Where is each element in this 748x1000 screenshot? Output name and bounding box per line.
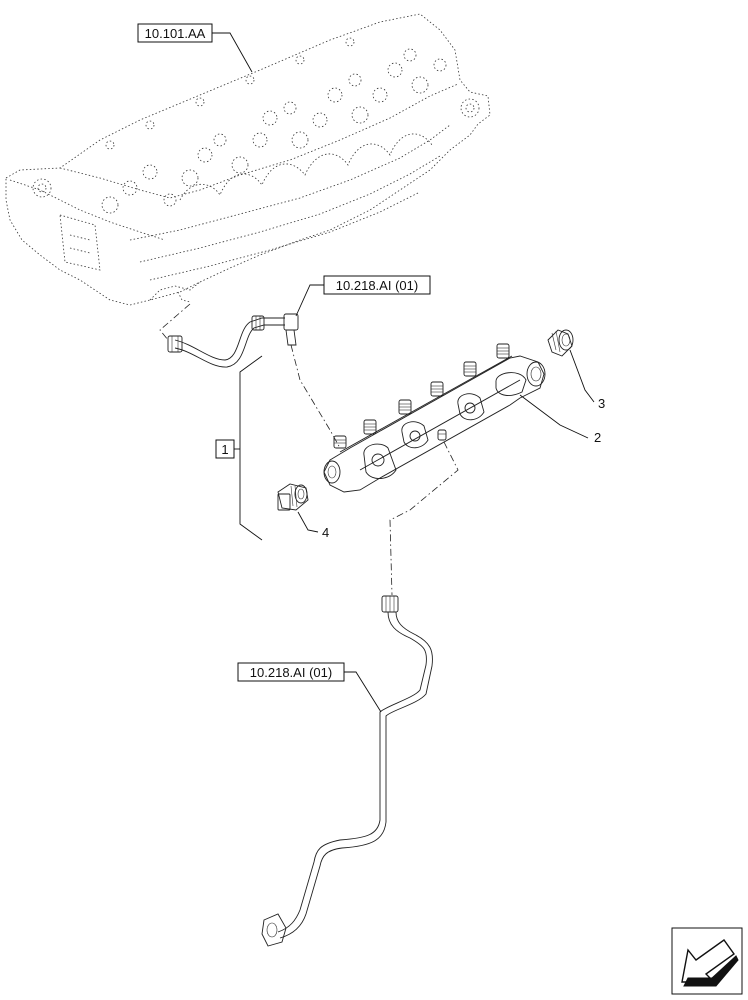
- assembly-group-bracket: [234, 355, 263, 541]
- common-rail[interactable]: [323, 343, 546, 493]
- callout-4[interactable]: 4: [297, 511, 329, 540]
- group-callout-1[interactable]: 1: [215, 439, 235, 459]
- centerline-pipe-to-rail: [290, 344, 341, 449]
- upper-fuel-pipe: [167, 313, 299, 368]
- centerline-head-to-pipe: [159, 303, 191, 341]
- lower-fuel-pipe: [261, 595, 433, 947]
- svg-text:3: 3: [598, 396, 605, 411]
- ref-label-pipe-upper[interactable]: 10.218.AI (01): [295, 275, 431, 317]
- svg-text:10.218.AI (01): 10.218.AI (01): [336, 278, 418, 293]
- pressure-relief-plug[interactable]: [547, 329, 574, 357]
- centerline-rail-to-lower-pipe: [389, 441, 459, 596]
- svg-text:2: 2: [594, 430, 601, 445]
- callout-3[interactable]: 3: [569, 349, 605, 411]
- svg-text:10.218.AI (01): 10.218.AI (01): [250, 665, 332, 680]
- pressure-sensor[interactable]: [277, 483, 309, 511]
- rail-outlets: [333, 343, 510, 449]
- svg-text:4: 4: [322, 525, 329, 540]
- callout-2[interactable]: 2: [519, 394, 601, 445]
- cylinder-head-ports: [32, 37, 480, 214]
- arrow-left-down-icon[interactable]: [671, 927, 743, 995]
- ref-label-pipe-lower[interactable]: 10.218.AI (01): [237, 662, 382, 713]
- svg-text:10.101.AA: 10.101.AA: [145, 26, 206, 41]
- ref-label-cylinder-head[interactable]: 10.101.AA: [137, 23, 253, 73]
- cylinder-head-drawing: [5, 13, 491, 306]
- svg-text:1: 1: [221, 442, 228, 457]
